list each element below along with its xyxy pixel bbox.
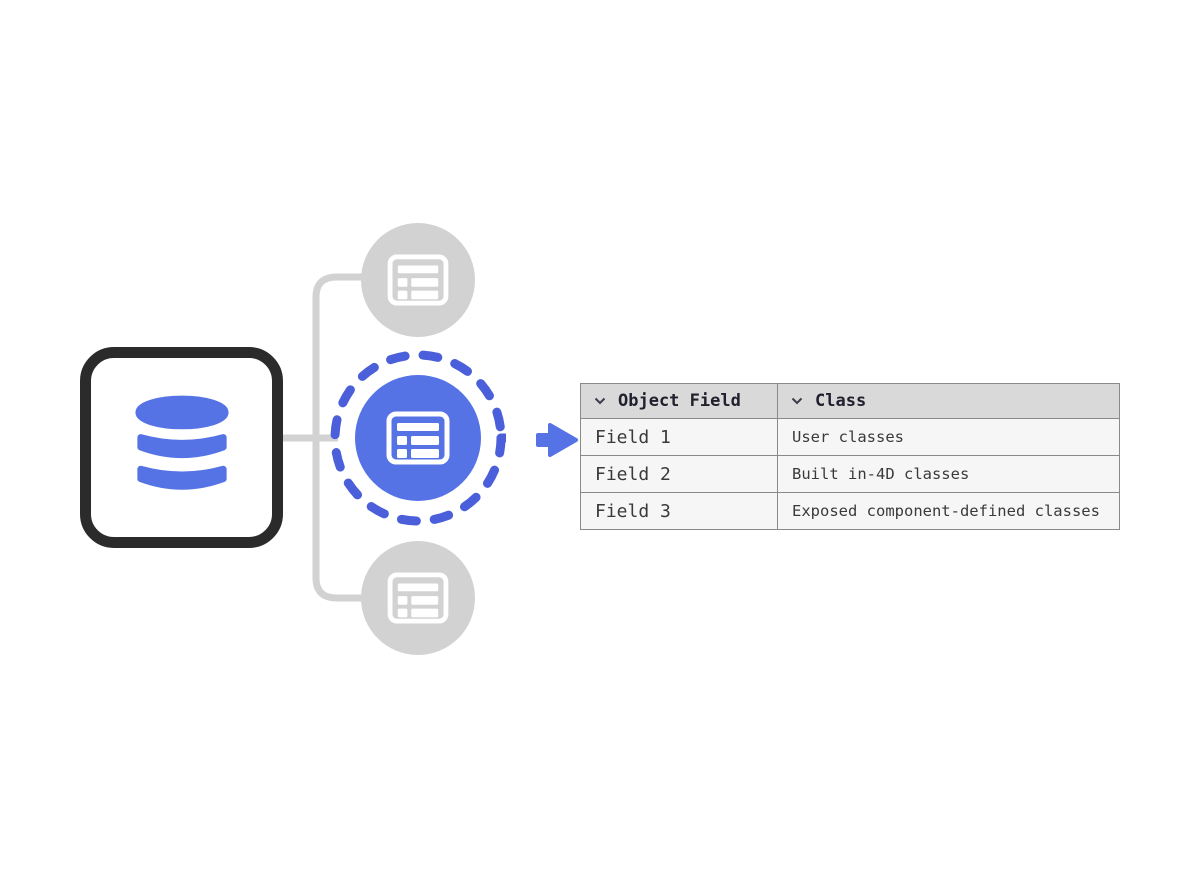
- table-row: Field 3 Exposed component-defined classe…: [580, 492, 1120, 530]
- field-class-table: Object Field Class Field 1 User classes …: [580, 383, 1120, 530]
- table-node-top[interactable]: [361, 223, 475, 337]
- chevron-down-icon[interactable]: [791, 397, 803, 405]
- table-icon: [386, 411, 450, 465]
- table-node-bottom[interactable]: [361, 541, 475, 655]
- table-icon: [387, 572, 449, 624]
- table-row: Field 1 User classes: [580, 418, 1120, 456]
- table-row: Field 2 Built in-4D classes: [580, 455, 1120, 493]
- chevron-down-icon[interactable]: [594, 397, 606, 405]
- column-header-label: Object Field: [618, 391, 741, 411]
- column-header-class[interactable]: Class: [777, 383, 1120, 419]
- field-cell: Field 3: [580, 492, 778, 530]
- class-cell: Built in-4D classes: [777, 455, 1120, 493]
- class-cell: Exposed component-defined classes: [777, 492, 1120, 530]
- arrow-right-icon: [536, 423, 578, 457]
- table-icon: [387, 254, 449, 306]
- table-node-selected[interactable]: [330, 350, 506, 526]
- field-cell: Field 2: [580, 455, 778, 493]
- field-cell: Field 1: [580, 418, 778, 456]
- table-header-row: Object Field Class: [580, 383, 1120, 419]
- column-header-object-field[interactable]: Object Field: [580, 383, 778, 419]
- column-header-label: Class: [815, 391, 867, 411]
- class-cell: User classes: [777, 418, 1120, 456]
- selected-node-circle: [355, 375, 481, 501]
- selection-ring: [330, 350, 506, 526]
- database-node[interactable]: [80, 347, 283, 548]
- database-icon: [134, 395, 229, 490]
